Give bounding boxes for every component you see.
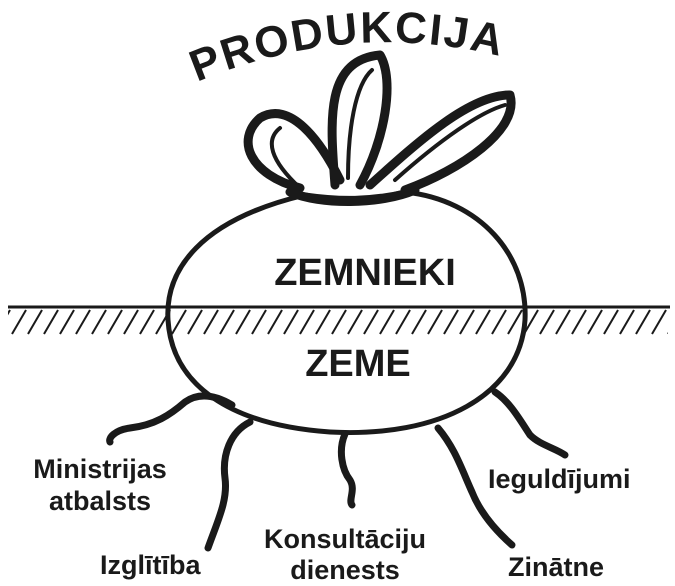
root-zinatne [434,424,516,549]
hatch-mark [283,309,299,335]
ground [8,305,670,335]
hatch-mark [123,309,139,335]
hatch-mark [667,332,668,334]
root-ieguldijumi [491,388,569,459]
leaves [243,50,516,206]
ground-hatching [8,309,668,335]
hatch-mark [379,309,395,335]
hatch-mark [459,309,475,335]
hatch-mark [331,309,347,335]
hatch-mark [235,309,251,335]
root-ministrijas [106,392,236,446]
label-zinatne: Zinātne [508,552,604,582]
hatch-mark [619,309,635,335]
left-leaf [243,109,345,193]
label-zeme: ZEME [305,343,411,385]
label-konsultaciju-line2: dienests [290,555,400,585]
hatch-mark [491,309,507,335]
label-izglitiba: Izglītība [100,550,201,580]
hatch-mark [635,309,651,335]
hatch-mark [347,309,363,335]
hatch-mark [171,309,187,335]
hatch-mark [203,309,219,335]
root-izglitiba [204,418,254,552]
hatch-mark [395,309,411,335]
hatch-mark [427,309,443,335]
bulb [165,189,528,436]
hatch-mark [363,309,379,335]
hatch-mark [107,309,123,335]
label-ministrijas-line2: atbalsts [49,486,151,516]
hatch-mark [187,309,203,335]
hatch-mark [11,309,27,335]
right-leaf-vein [393,103,507,182]
hatch-mark [411,309,427,335]
hatch-mark [651,309,667,335]
left-leaf-vein [269,126,302,190]
hatch-mark [443,309,459,335]
hatch-mark [475,309,491,335]
middle-leaf [327,50,392,190]
hatch-mark [315,309,331,335]
hatch-mark [603,309,619,335]
hatch-mark [251,309,267,335]
hatch-mark [299,309,315,335]
label-ieguldijumi: Ieguldījumi [488,464,631,494]
hatch-mark [27,309,43,335]
label-ministrijas-line1: Ministrijas [33,454,167,484]
middle-leaf-vein [346,68,374,180]
root-konsultaciju [337,430,356,509]
hatch-mark [219,309,235,335]
hatch-mark [539,309,555,335]
label-zemnieki: ZEMNIEKI [274,252,456,294]
hatch-mark [507,309,523,335]
hatch-mark [59,309,75,335]
roots [106,388,569,552]
hatch-mark [43,309,59,335]
hatch-mark [267,309,283,335]
label-konsultaciju-line1: Konsultāciju [264,524,426,554]
hatch-mark [555,309,571,335]
hatch-mark [571,309,587,335]
hatch-mark [91,309,107,335]
right-leaf [365,90,516,195]
hatch-mark [139,309,155,335]
hatch-mark [75,309,91,335]
hatch-mark [8,309,11,316]
hatch-mark [587,309,603,335]
